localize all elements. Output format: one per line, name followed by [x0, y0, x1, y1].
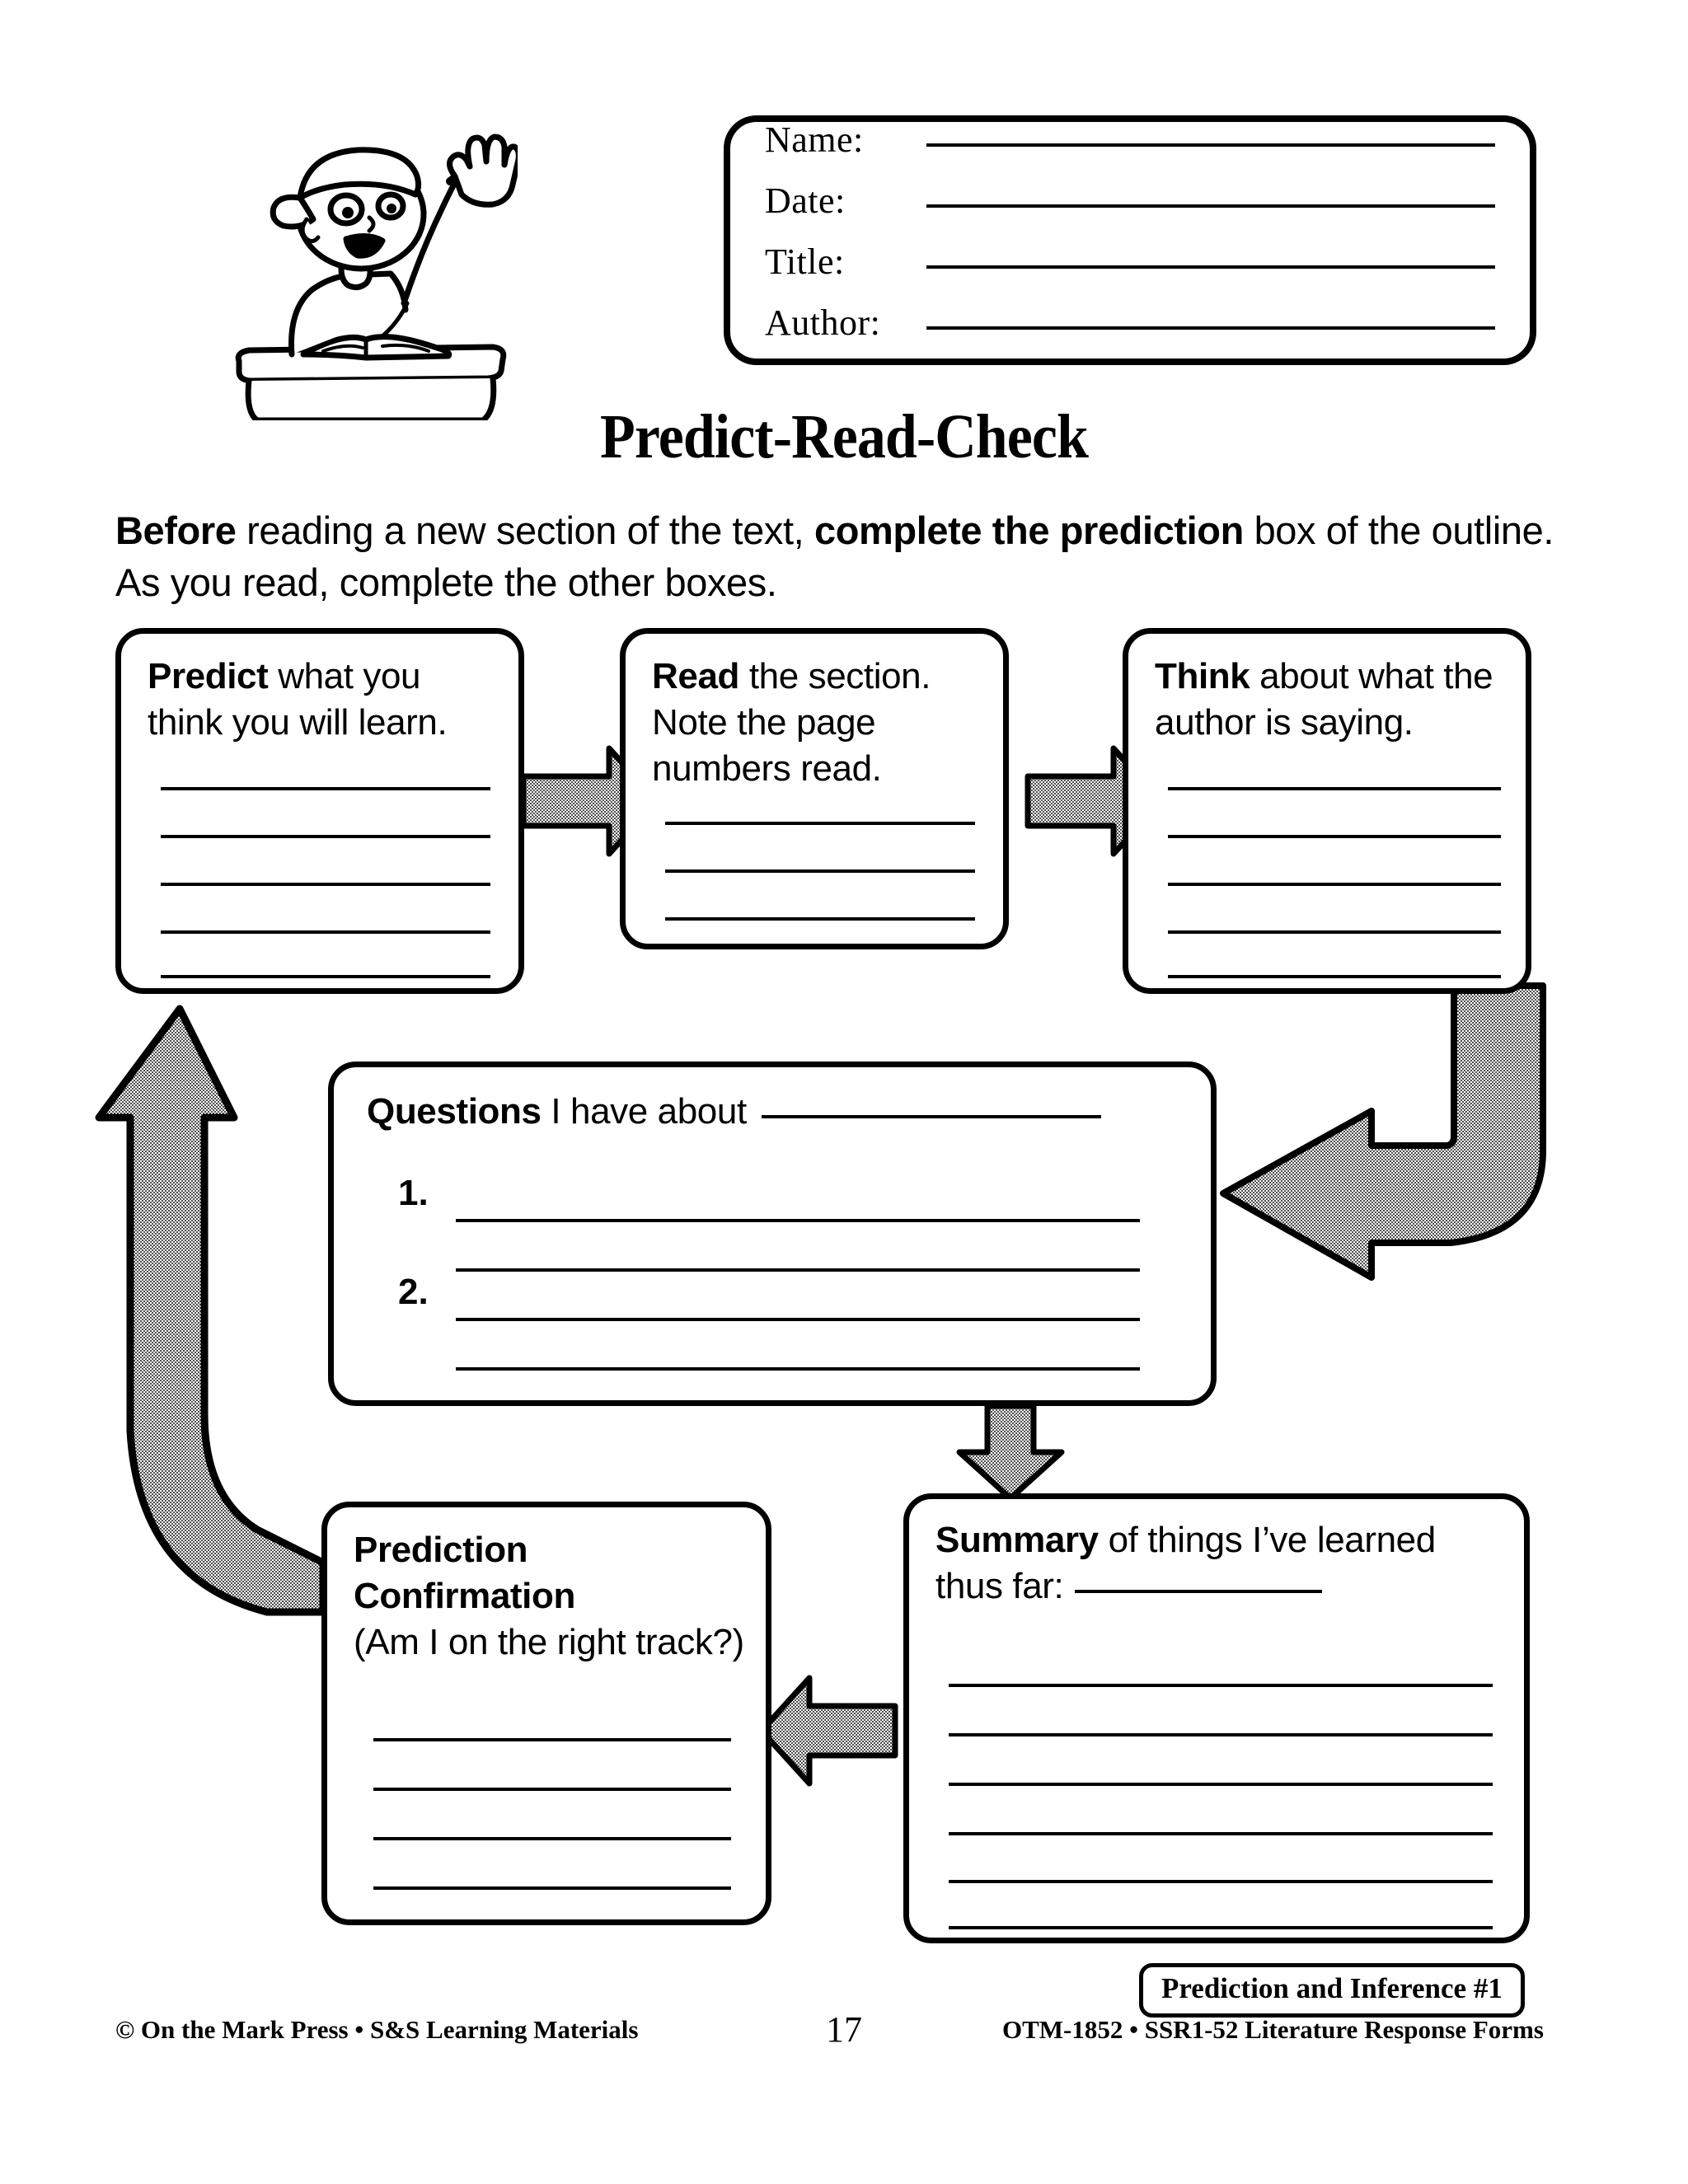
arrow-prediction-confirmation-to-predict	[92, 986, 373, 1909]
prediction-confirmation-subtext: (Am I on the right track?)	[354, 1621, 744, 1662]
prediction-confirmation-line-1[interactable]	[373, 1738, 731, 1741]
date-label: Date:	[765, 180, 846, 221]
prediction-confirmation-heading-line2: Confirmation	[354, 1575, 575, 1616]
predict-heading-rest: what you think you will learn.	[148, 656, 448, 743]
instructions-bold-complete: complete the prediction	[814, 509, 1244, 552]
think-heading-rest: about what the author is saying.	[1155, 656, 1493, 743]
instructions-text-2: box of the outline. As you read, complet…	[115, 509, 1554, 604]
summary-write-line-3[interactable]	[949, 1783, 1493, 1786]
question-1-line-1[interactable]	[456, 1219, 1140, 1222]
instructions-paragraph: Before reading a new section of the text…	[115, 505, 1591, 609]
summary-write-line-1[interactable]	[949, 1684, 1493, 1687]
read-heading-bold: Read	[652, 656, 739, 696]
field-row-title[interactable]: Title:	[730, 244, 1530, 305]
questions-heading-bold: Questions	[367, 1091, 542, 1132]
summary-heading-bold: Summary	[935, 1520, 1099, 1560]
summary-topic-rule[interactable]	[1075, 1589, 1323, 1593]
questions-heading-rest: I have about	[541, 1091, 747, 1132]
predict-write-line-5[interactable]	[161, 975, 490, 978]
summary-write-line-2[interactable]	[949, 1733, 1493, 1736]
author-label: Author:	[765, 302, 881, 343]
think-box: Think about what the author is saying.	[1123, 628, 1531, 994]
questions-box: Questions I have about 1. 2.	[328, 1062, 1217, 1406]
footer-product-code: OTM-1852 • SSR1-52 Literature Response F…	[1002, 2015, 1544, 2044]
name-label: Name:	[765, 120, 864, 160]
arrow-summary-to-prediction-confirmation	[758, 1673, 898, 1788]
student-info-box: Name: Date: Title: Author:	[724, 115, 1536, 365]
summary-write-line-5[interactable]	[949, 1880, 1493, 1883]
question-2-line-1[interactable]	[456, 1318, 1140, 1321]
read-write-line-2[interactable]	[665, 869, 975, 873]
arrow-think-to-questions	[1203, 981, 1550, 1310]
read-heading-rest: the section. Note the page numbers read.	[652, 656, 931, 789]
field-row-author[interactable]: Author:	[730, 305, 1530, 366]
think-write-line-1[interactable]	[1168, 787, 1501, 790]
read-box: Read the section. Note the page numbers …	[620, 628, 1009, 949]
summary-write-line-4[interactable]	[949, 1832, 1493, 1835]
think-heading-bold: Think	[1155, 656, 1250, 696]
arrow-questions-to-summary	[953, 1403, 1068, 1502]
page-title: Predict-Read-Check	[600, 402, 1089, 471]
prediction-confirmation-line-4[interactable]	[373, 1886, 731, 1890]
date-input-rule[interactable]	[926, 204, 1495, 208]
question-number-1: 1.	[398, 1173, 429, 1213]
predict-write-line-2[interactable]	[161, 835, 490, 838]
predict-heading-bold: Predict	[148, 656, 269, 696]
instructions-bold-before: Before	[115, 509, 237, 552]
instructions-text-1: reading a new section of the text,	[236, 509, 814, 552]
summary-heading-rest: of things I’ve learned thus far:	[935, 1520, 1436, 1606]
predict-box: Predict what you think you will learn.	[115, 628, 524, 994]
field-row-date[interactable]: Date:	[730, 183, 1530, 244]
prediction-confirmation-line-3[interactable]	[373, 1837, 731, 1840]
prediction-confirmation-heading-line1: Prediction	[354, 1530, 528, 1570]
question-1-line-2[interactable]	[456, 1268, 1140, 1272]
prediction-confirmation-line-2[interactable]	[373, 1788, 731, 1791]
summary-box: Summary of things I’ve learned thus far:	[903, 1493, 1530, 1943]
title-input-rule[interactable]	[926, 265, 1495, 269]
name-input-rule[interactable]	[926, 143, 1495, 147]
summary-write-line-6[interactable]	[949, 1926, 1493, 1929]
think-write-line-2[interactable]	[1168, 835, 1501, 838]
think-write-line-3[interactable]	[1168, 883, 1501, 886]
think-write-line-4[interactable]	[1168, 930, 1501, 934]
questions-topic-rule[interactable]	[761, 1115, 1101, 1118]
footer-copyright: © On the Mark Press • S&S Learning Mater…	[115, 2015, 639, 2044]
footer-page-number: 17	[826, 2009, 862, 2050]
title-label: Title:	[765, 241, 845, 282]
predict-write-line-1[interactable]	[161, 787, 490, 790]
question-number-2: 2.	[398, 1272, 429, 1312]
predict-write-line-3[interactable]	[161, 883, 490, 886]
question-2-line-2[interactable]	[456, 1367, 1140, 1371]
read-write-line-1[interactable]	[665, 822, 975, 825]
predict-write-line-4[interactable]	[161, 930, 490, 934]
think-write-line-5[interactable]	[1168, 975, 1501, 978]
author-input-rule[interactable]	[926, 326, 1495, 330]
read-write-line-3[interactable]	[665, 917, 975, 921]
student-raising-hand-illustration	[221, 115, 522, 424]
field-row-name[interactable]: Name:	[730, 122, 1530, 183]
worksheet-topic-badge: Prediction and Inference #1	[1139, 1963, 1525, 2018]
